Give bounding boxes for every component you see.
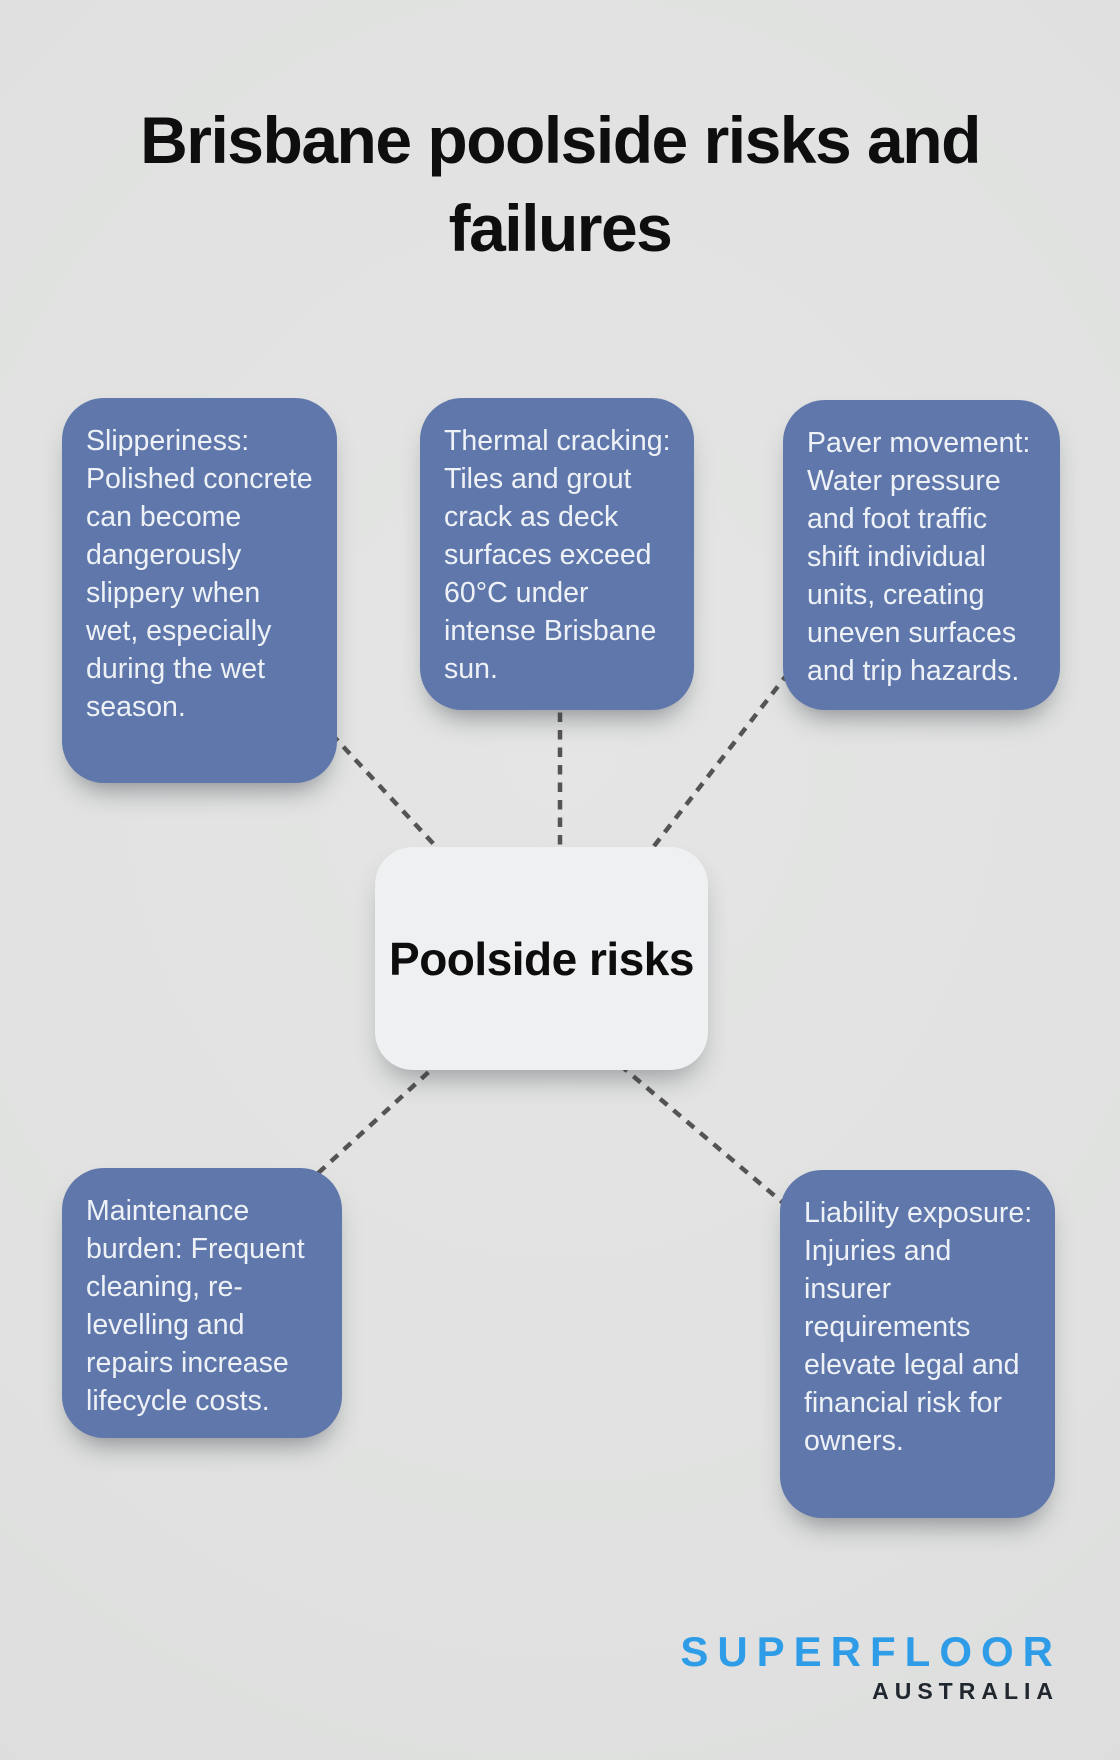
node-paver-movement: Paver movement: Water pressure and foot … <box>783 400 1060 710</box>
node-thermal-cracking: Thermal cracking: Tiles and grout crack … <box>420 398 694 710</box>
page-title-line2: failures <box>448 191 673 265</box>
center-node-poolside-risks: Poolside risks <box>375 847 708 1070</box>
node-maintenance-burden-text: Maintenance burden: Frequent cleaning, r… <box>86 1195 305 1417</box>
node-thermal-cracking-text: Thermal cracking: Tiles and grout crack … <box>444 425 671 685</box>
page-title: Brisbane poolside risks and failures <box>0 96 1120 272</box>
node-maintenance-burden: Maintenance burden: Frequent cleaning, r… <box>62 1168 342 1438</box>
logo-sub-text: AUSTRALIA <box>872 1678 1059 1704</box>
node-liability-exposure-text: Liability exposure: Injuries and insurer… <box>804 1197 1033 1457</box>
center-node-label: Poolside risks <box>389 932 694 985</box>
connector-line-liability-exposure <box>618 1063 842 1253</box>
node-slipperiness-text: Slipperiness: Polished concrete can beco… <box>86 425 313 723</box>
node-liability-exposure: Liability exposure: Injuries and insurer… <box>780 1170 1055 1518</box>
node-slipperiness: Slipperiness: Polished concrete can beco… <box>62 398 337 783</box>
logo-brand-text: SUPERFLOOR <box>680 1628 1062 1675</box>
node-paver-movement-text: Paver movement: Water pressure and foot … <box>807 427 1031 687</box>
page-title-line1: Brisbane poolside risks and <box>140 103 981 177</box>
connector-line-paver-movement <box>628 643 812 879</box>
superfloor-logo: SUPERFLOOR AUSTRALIA <box>680 1628 1053 1705</box>
